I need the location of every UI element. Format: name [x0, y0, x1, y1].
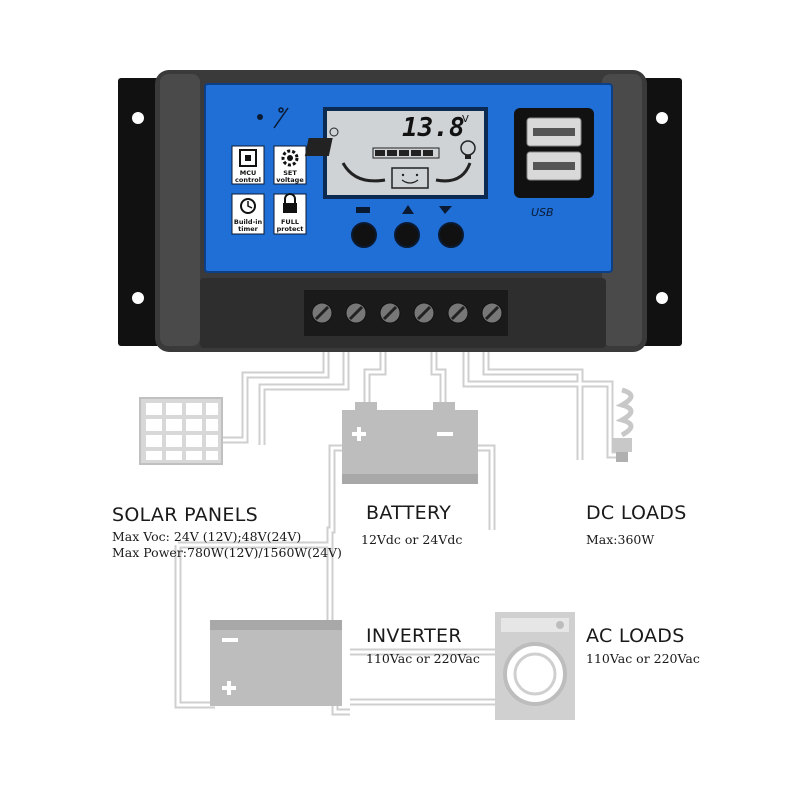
inverter-title: INVERTER — [366, 625, 462, 647]
dc-loads-title: DC LOADS — [586, 502, 687, 524]
dc-loads-spec: Max:360W — [586, 532, 655, 547]
lcd-screen: 13.8 V — [304, 107, 488, 199]
menu-glyph-icon — [356, 207, 370, 213]
set-label-line2: voltage — [276, 176, 304, 184]
lcd-solar-icon — [304, 127, 339, 156]
protect-label-line2: protect — [277, 225, 304, 233]
lcd-battery-face-icon — [391, 167, 429, 189]
mcu-label-line2: control — [235, 176, 261, 184]
timer-label-line2: timer — [238, 225, 259, 233]
usb-port-block — [514, 108, 594, 198]
down-glyph-icon — [439, 206, 452, 214]
ac-loads-spec: 110Vac or 220Vac — [586, 651, 700, 666]
mounting-bracket-left — [118, 78, 160, 346]
battery-spec: 12Vdc or 24Vdc — [361, 532, 463, 547]
up-glyph-icon — [402, 205, 414, 214]
timer-label-line1: Build-in — [234, 218, 263, 226]
lcd-voltage-reading: 13.8 — [402, 113, 465, 143]
mcu-label-line1: MCU — [240, 169, 257, 177]
up-button[interactable] — [394, 222, 420, 248]
solar-panels-spec-power: Max Power:780W(12V)/1560W(24V) — [112, 545, 342, 560]
full-protect-icon — [273, 193, 307, 235]
set-voltage-icon — [273, 145, 307, 185]
solar-panels-spec-voc: Max Voc: 24V (12V);48V(24V) — [112, 529, 302, 544]
usb-label: USB — [531, 206, 554, 219]
ac-loads-title: AC LOADS — [586, 625, 685, 647]
lcd-voltage-unit: V — [462, 114, 469, 125]
mounting-bracket-right — [640, 78, 682, 346]
wire-cores — [176, 352, 622, 714]
battery-title: BATTERY — [366, 502, 452, 524]
lcd-arrow-right — [435, 162, 472, 183]
mcu-control-icon — [231, 145, 265, 185]
inverter-icon — [210, 620, 342, 706]
temperature-icon — [273, 107, 289, 129]
button-icons — [356, 205, 452, 214]
menu-button[interactable] — [351, 222, 377, 248]
protect-label-line1: FULL — [281, 218, 299, 226]
lcd-arrow-left — [341, 162, 386, 183]
battery-icon — [342, 402, 478, 484]
terminal-strip — [200, 278, 606, 348]
solar-panel-icon — [139, 397, 223, 465]
solar-panels-title: SOLAR PANELS — [112, 504, 258, 526]
status-led — [257, 114, 263, 120]
lcd-bulb-icon — [460, 140, 476, 159]
down-button[interactable] — [438, 222, 464, 248]
lcd-battery-bars — [372, 147, 440, 159]
timer-icon — [231, 193, 265, 235]
inverter-spec: 110Vac or 220Vac — [366, 651, 480, 666]
cfl-bulb-icon — [612, 387, 634, 462]
washing-machine-icon — [495, 612, 575, 720]
set-label-line1: SET — [283, 169, 297, 177]
